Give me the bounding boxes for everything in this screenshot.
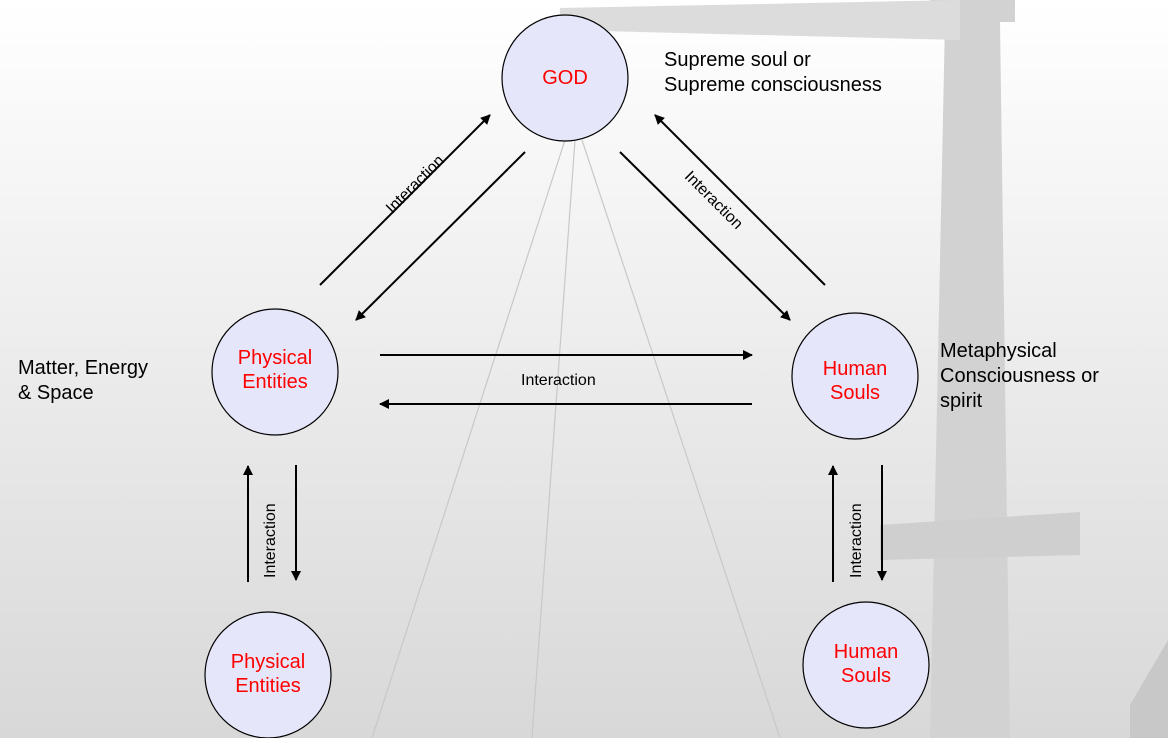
arrow-god-to-physical <box>355 151 526 321</box>
node-human-souls-top-label: Human Souls <box>792 357 918 405</box>
description-line: spirit <box>940 390 983 412</box>
node-label-line: Souls <box>829 382 881 404</box>
node-label-line: Human <box>822 358 888 380</box>
node-human-souls-top <box>791 312 919 440</box>
node-label-line: Entities <box>242 371 308 393</box>
god-description: Supreme soul or Supreme consciousness <box>664 48 882 98</box>
node-label-line: Physical <box>237 347 313 369</box>
node-human-souls-bottom-label: Human Souls <box>803 640 929 688</box>
node-label-line: Human <box>833 641 899 663</box>
node-physical-entities-bottom <box>204 611 332 738</box>
description-line: Supreme soul or <box>664 49 811 71</box>
node-physical-entities-top-label: Physical Entities <box>212 346 338 394</box>
node-physical-entities-bottom-label: Physical Entities <box>205 650 331 698</box>
arrow-souls-to-god <box>654 114 826 286</box>
scales-watermark-icon <box>560 0 1168 738</box>
description-line: Consciousness or <box>940 365 1099 387</box>
background-rays <box>371 139 781 738</box>
node-label-line: Physical <box>230 651 306 673</box>
arrow-god-to-souls <box>619 151 791 321</box>
edge-label-souls-vertical: Interaction <box>848 503 865 578</box>
description-line: & Space <box>18 382 94 404</box>
description-line: Supreme consciousness <box>664 74 882 96</box>
node-god-label: GOD <box>542 67 588 89</box>
description-line: Matter, Energy <box>18 357 149 379</box>
souls-description: Metaphysical Consciousness or spirit <box>940 339 1099 414</box>
arrow-physical-to-god <box>319 114 491 286</box>
description-line: Metaphysical <box>940 340 1057 362</box>
physical-description: Matter, Energy & Space <box>18 356 148 406</box>
node-label-line: Entities <box>235 675 301 697</box>
node-god <box>501 14 629 142</box>
node-human-souls-bottom <box>802 601 930 729</box>
edge-label-physical-vertical: Interaction <box>262 503 279 578</box>
node-label-line: Souls <box>840 665 892 687</box>
node-physical-entities-top <box>211 308 339 436</box>
edge-label-physical-souls: Interaction <box>521 372 596 389</box>
